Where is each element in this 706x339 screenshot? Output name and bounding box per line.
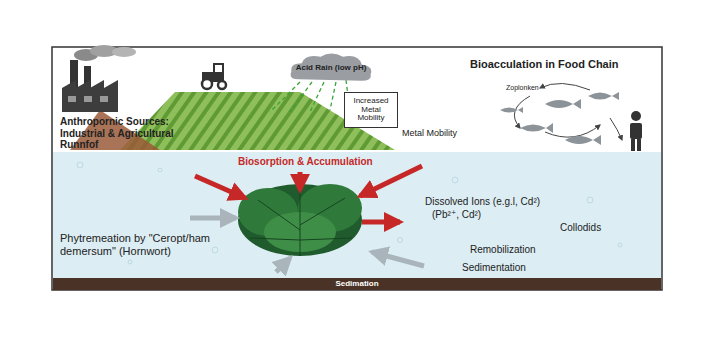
process-box: Increased Metal Mobility bbox=[344, 92, 398, 128]
source-label: Anthropornic Sources: Industrial & Agric… bbox=[60, 116, 190, 151]
process-label: Metal Mobility bbox=[402, 128, 457, 138]
hornwort-plant bbox=[238, 184, 362, 256]
uptake-arrows bbox=[195, 166, 422, 222]
flux-arrows bbox=[190, 218, 424, 272]
ion-label: Dissolved Ions (e.g.l, Cd²) bbox=[425, 196, 540, 208]
frame bbox=[52, 47, 662, 290]
rain-lines bbox=[270, 80, 348, 112]
sediment-band: Sedimation bbox=[53, 278, 661, 290]
process-label: Sedimentation bbox=[462, 262, 526, 274]
process-label: Biosorption & Accumulation bbox=[238, 156, 373, 168]
factory bbox=[62, 45, 136, 112]
section-heading: Bioacculation in Food Chain bbox=[470, 58, 619, 71]
colloid-label: Collodids bbox=[560, 222, 601, 234]
tractor bbox=[202, 64, 226, 89]
node-text: Sedimation bbox=[335, 280, 378, 289]
food-chain bbox=[500, 83, 642, 151]
process-label: Phytremeation by "Ceropt/ham demersum" (… bbox=[60, 232, 240, 257]
organism-label: Zoplonken bbox=[506, 84, 539, 92]
node-text: Acid Rain (low pH) bbox=[296, 64, 367, 73]
ion-label: (Pb²⁺, Cd²) bbox=[432, 209, 481, 221]
water bbox=[53, 152, 661, 278]
rain-cloud: Acid Rain (low pH) bbox=[288, 52, 374, 84]
process-label: Remobilization bbox=[470, 244, 536, 256]
node-text: Increased Metal Mobility bbox=[351, 97, 391, 123]
